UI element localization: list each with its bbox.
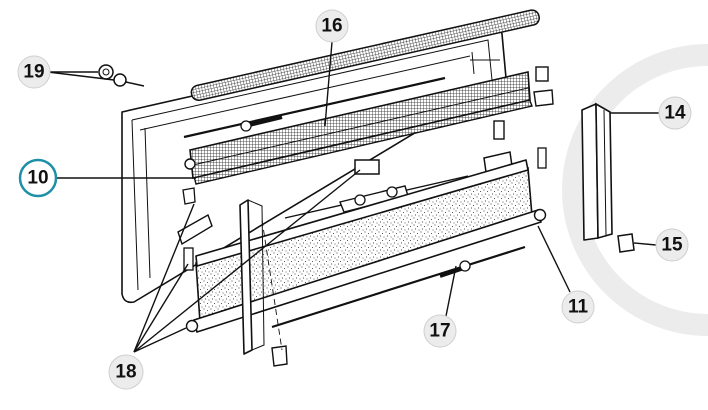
- callout-16: 16: [315, 9, 349, 43]
- callout-16-label: 16: [321, 16, 342, 37]
- spring-rod-upper: [183, 76, 446, 139]
- callout-17-label: 17: [429, 321, 450, 342]
- callout-10: 10: [18, 158, 58, 198]
- flyscreen-assembly: [182, 9, 549, 205]
- callout-10-label: 10: [27, 168, 48, 189]
- callout-18-label: 18: [115, 362, 136, 383]
- callout-15-label: 15: [661, 235, 683, 256]
- callout-11-label: 11: [568, 297, 589, 318]
- blind-assembly: [183, 159, 547, 334]
- screw-cap: [98, 64, 145, 87]
- watermark-arc: [562, 44, 708, 336]
- leader-lines: [47, 41, 660, 353]
- callout-14: 14: [658, 96, 692, 130]
- side-rail: [581, 102, 613, 241]
- callout-11: 11: [561, 290, 595, 324]
- callout-18: 18: [108, 354, 144, 390]
- end-cap: [617, 233, 635, 253]
- guide-rail-left: [239, 199, 288, 367]
- callout-19: 19: [17, 55, 51, 89]
- callout-15: 15: [655, 228, 689, 262]
- callout-14-label: 14: [664, 103, 686, 124]
- middle-fittings: [177, 89, 554, 246]
- callout-19-label: 19: [23, 62, 44, 83]
- callout-17: 17: [423, 314, 457, 348]
